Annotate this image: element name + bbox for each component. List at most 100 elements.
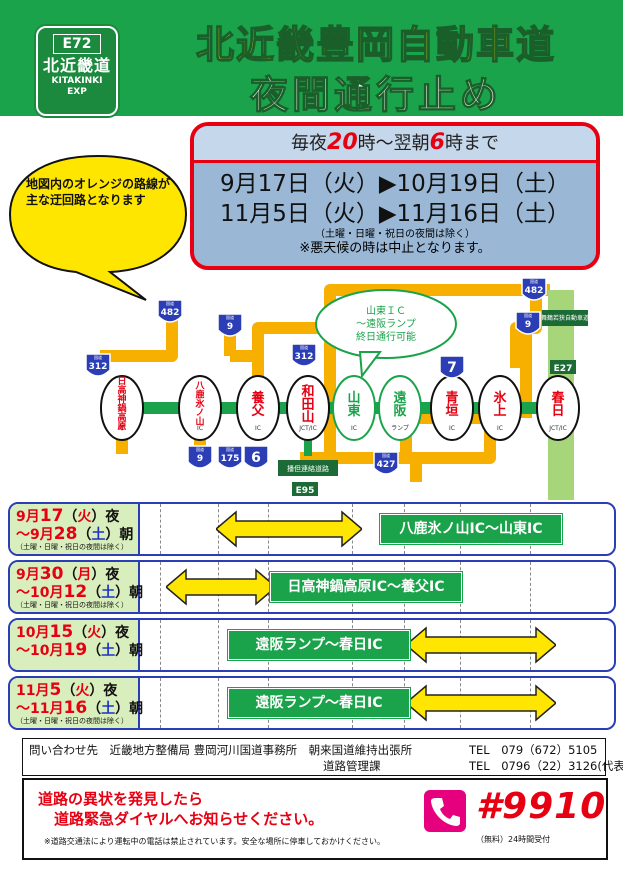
to-dow: （土） <box>87 585 130 601</box>
divider <box>160 620 161 670</box>
divider <box>160 504 161 554</box>
from-dow: （月） <box>63 567 106 583</box>
interchange-name: 青垣 <box>445 390 458 419</box>
interchange-marker <box>178 375 222 441</box>
to-month: ～10月 <box>16 643 64 659</box>
emergency-line-1: 道路の異状を発見したら <box>38 790 204 808</box>
to-day: 28 <box>53 524 78 544</box>
from-day: 17 <box>39 506 64 526</box>
divider <box>218 620 219 670</box>
closure-period-1: 9月17日（火）▶10月19日（土） <box>219 171 571 197</box>
shield-number: 9 <box>227 322 233 332</box>
period-to: ～11月16（土）朝 <box>16 698 143 718</box>
page-title: 北近畿豊岡自動車道 <box>195 22 556 68</box>
schedule-box: 毎夜20時～翌朝6時まで 9月17日（火）▶10月19日（土） 11月5日（火）… <box>190 122 600 270</box>
period-note: （土曜・日曜・祝日の夜間は除く） <box>16 717 128 725</box>
shield-national-label: 国道 <box>530 278 538 284</box>
emergency-note: ※道路交通法により運転中の電話は禁止されています。安全な場所に停車しておかけくだ… <box>44 837 386 846</box>
closure-period-2: 11月5日（火）▶11月16日（土） <box>219 201 571 227</box>
route-shield-6: 6 <box>243 445 269 469</box>
period-row: 9月17（火）夜～9月28（土）朝（土曜・日曜・祝日の夜間は除く）八鹿氷ノ山IC… <box>8 502 616 556</box>
shield-number: 482 <box>161 308 180 318</box>
interchange-marker <box>100 375 144 441</box>
from-dow: （火） <box>61 683 104 699</box>
e27-label: 舞鶴若狭自動車道 <box>541 314 589 322</box>
from-month: 11月 <box>16 683 50 699</box>
to-dow: （土） <box>87 701 130 717</box>
emergency-number: #9910 <box>476 786 607 827</box>
interchange-group: 日高神鍋高原IC八鹿氷ノ山IC養父IC和田山JCT/IC山東IC遠阪ランプ青垣I… <box>100 375 580 441</box>
period-from: 9月30（月）夜 <box>16 564 119 584</box>
e95-label: 播但連絡道路 <box>287 464 329 473</box>
to-month: ～10月 <box>16 585 64 601</box>
period-note: （土曜・日曜・祝日の夜間は除く） <box>16 543 128 551</box>
e95-sign: 播但連絡道路 E95 <box>278 460 338 496</box>
interchange-name: 春日 <box>550 390 565 419</box>
route-shield-7: 7 <box>439 355 465 379</box>
interchange-marker <box>478 375 522 441</box>
from-month: 10月 <box>16 625 50 641</box>
interchange-3: 養父IC <box>236 375 280 441</box>
from-post: 夜 <box>105 509 120 525</box>
from-day: 30 <box>39 564 64 584</box>
shield-national-label: 国道 <box>300 344 308 350</box>
interchange-suffix: JCT/IC <box>548 425 567 432</box>
shield-national-label: 国道 <box>196 446 204 452</box>
route-shield-9: 国道9 <box>187 445 213 469</box>
shield-number: 7 <box>447 360 457 376</box>
to-month: ～11月 <box>16 701 64 717</box>
from-month: 9月 <box>16 509 40 525</box>
to-day: 16 <box>63 698 88 718</box>
interchange-5: 山東IC <box>332 375 376 441</box>
shield-number: 482 <box>525 286 544 296</box>
period-label: 11月5（火）夜～11月16（土）朝（土曜・日曜・祝日の夜間は除く） <box>10 678 143 728</box>
interchange-marker <box>286 375 330 441</box>
interchange-marker <box>536 375 580 441</box>
interchange-marker <box>378 375 422 441</box>
contact-tel-2: TEL 0796（22）3126(代表) <box>469 759 623 773</box>
double-arrow-icon <box>406 684 556 722</box>
shield-national-label: 国道 <box>94 354 102 360</box>
route-shield-9: 国道 9 <box>217 313 243 337</box>
from-day: 15 <box>49 622 74 642</box>
e27-sign: 舞鶴若狭自動車道 E27 <box>541 310 589 374</box>
route-shield-482: 国道 482 <box>521 277 547 301</box>
shield-number: 312 <box>295 352 314 362</box>
e95-code: E95 <box>296 486 315 496</box>
period-to: ～10月12（土）朝 <box>16 582 143 602</box>
interchange-name: 和田山 <box>301 384 314 426</box>
route-name-en: KITAKINKI <box>51 76 103 86</box>
route-shield-312: 国道 312 <box>291 343 317 367</box>
route-code: E72 <box>53 34 101 54</box>
to-post: 朝 <box>129 643 144 659</box>
from-post: 夜 <box>115 625 130 641</box>
shield-national-label: 国道 <box>226 314 234 320</box>
to-post: 朝 <box>119 527 134 543</box>
to-post: 朝 <box>129 701 144 717</box>
period-row: 10月15（火）夜～10月19（土）朝遠阪ランプ～春日IC <box>8 618 616 672</box>
interchange-suffix: ランプ <box>391 425 409 432</box>
open-section-bubble: 山東ＩＣ～遠阪ランプ終日通行可能 <box>315 289 457 379</box>
interchange-name: 山東 <box>347 390 360 419</box>
period-row: 11月5（火）夜～11月16（土）朝（土曜・日曜・祝日の夜間は除く）遠阪ランプ～… <box>8 676 616 730</box>
from-month: 9月 <box>16 567 40 583</box>
shield-national-label: 国道 <box>524 312 532 318</box>
shield-national-label: 国道 <box>226 446 234 452</box>
from-post: 夜 <box>105 567 120 583</box>
route-name-jp: 北近畿道 <box>42 56 111 75</box>
contact-tel-1: TEL 079（672）5105 <box>469 743 598 757</box>
period-to: ～9月28（土）朝 <box>16 524 133 544</box>
emergency-box: 道路の異状を発見したら 道路緊急ダイヤルへお知らせください。 ※道路交通法により… <box>22 778 608 860</box>
period-from: 9月17（火）夜 <box>16 506 119 526</box>
shield-number: 9 <box>525 320 531 330</box>
callout-text: 地図内のオレンジの路線が主な迂回路となります <box>26 177 171 207</box>
open-section-text: 山東ＩＣ～遠阪ランプ終日通行可能 <box>356 304 416 343</box>
contact-dept: 道路管理課 <box>323 759 381 773</box>
phone-icon <box>424 790 466 832</box>
interchange-suffix: IC <box>255 425 261 432</box>
double-arrow-icon <box>406 626 556 664</box>
divider <box>218 678 219 728</box>
